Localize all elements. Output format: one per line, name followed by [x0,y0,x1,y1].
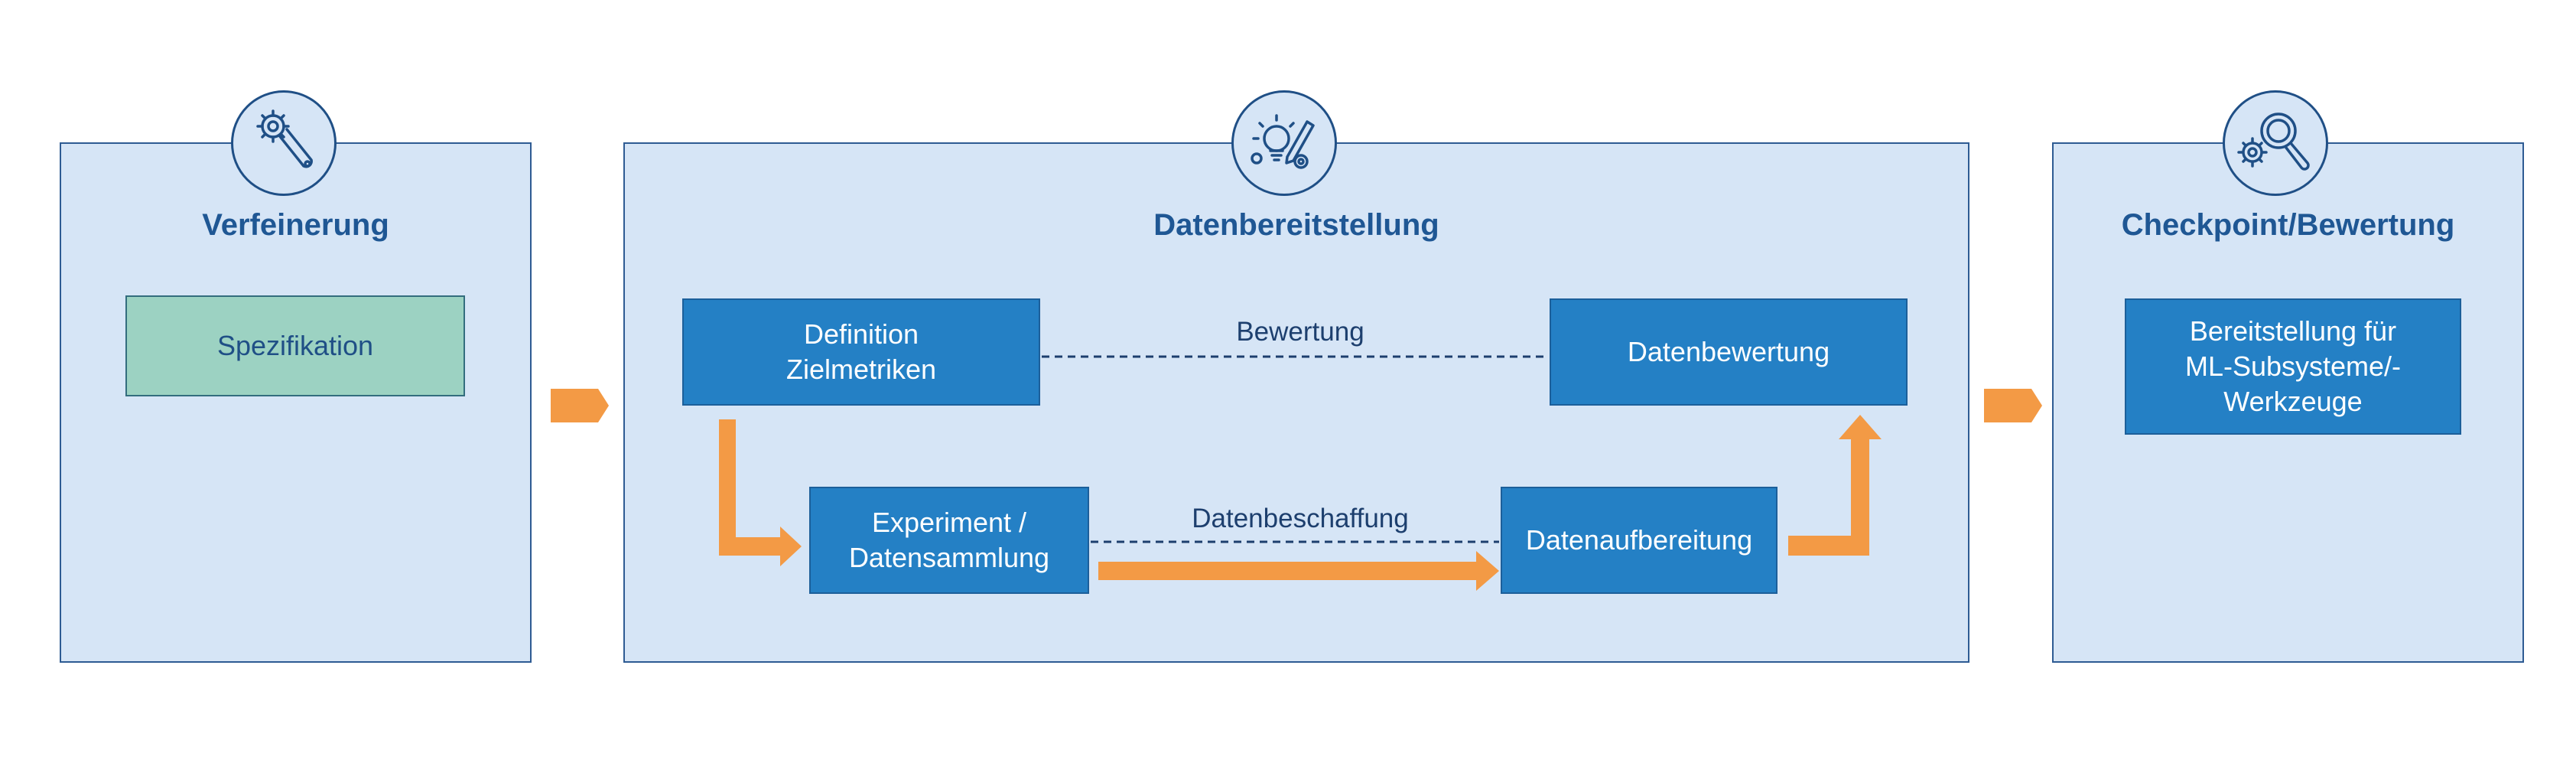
phase-arrow-2 [1984,389,2042,422]
edge-label-bewertung: Bewertung [1236,317,1364,347]
node-spezifikation: Spezifikation [125,295,465,396]
phase-arrow-1 [551,389,609,422]
node-datenaufbereitung: Datenaufbereitung [1501,487,1778,594]
node-datenbewertung: Datenbewertung [1550,298,1908,406]
node-definition-zielmetriken: Definition Zielmetriken [682,298,1040,406]
arrow-definition-to-experiment [719,419,802,566]
panel-verfeinerung: Verfeinerung [60,142,532,663]
panel-title-datenbereitstellung: Datenbereitstellung [1153,208,1439,242]
panel-title-checkpoint: Checkpoint/Bewertung [2121,208,2455,242]
arrow-aufbereitung-to-bewertung [1788,415,1882,556]
lightbulb-pencil-gears-icon [1231,90,1337,196]
arrow-experiment-to-aufbereitung [1098,551,1499,591]
edge-label-datenbeschaffung: Datenbeschaffung [1192,504,1409,533]
gear-magnifier-icon [2223,90,2328,196]
gear-wrench-icon [231,90,337,196]
panel-title-verfeinerung: Verfeinerung [202,208,389,242]
node-bereitstellung: Bereitstellung für ML-Subsysteme/- Werkz… [2125,298,2461,435]
node-experiment-datensammlung: Experiment / Datensammlung [809,487,1089,594]
